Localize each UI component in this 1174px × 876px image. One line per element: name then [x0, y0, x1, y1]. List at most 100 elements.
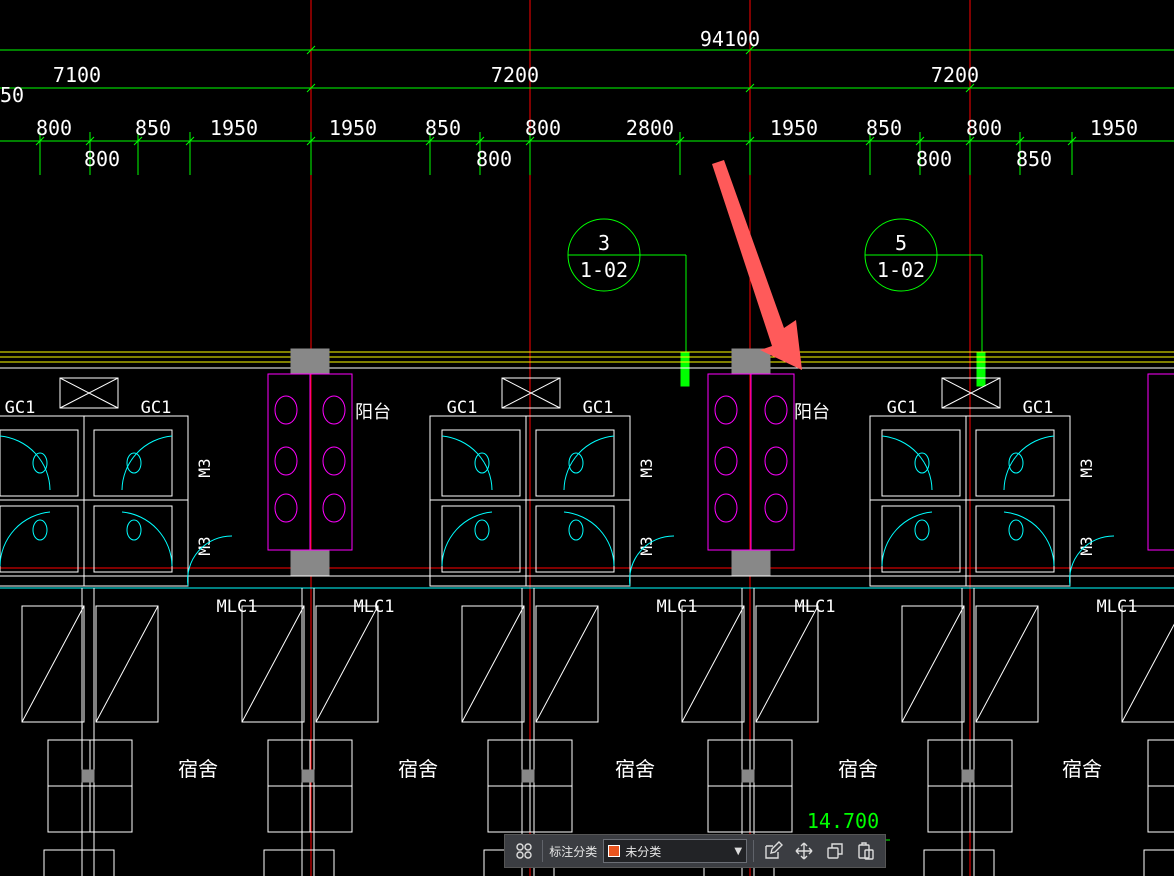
annotation-toolbar: 标注分类 未分类 ▼	[504, 834, 886, 868]
toilet-block	[869, 415, 1071, 587]
door-swing	[441, 511, 493, 567]
dimension-slash	[525, 136, 535, 146]
bed-diagonal	[461, 605, 525, 723]
door-swing	[441, 435, 493, 491]
window-label-mlc1: MLC1	[657, 597, 698, 617]
copy-icon[interactable]	[823, 838, 848, 864]
bed	[461, 605, 525, 723]
window-label-mlc1: MLC1	[1097, 597, 1138, 617]
room-label-dorm: 宿舍	[615, 757, 655, 781]
annotation-category-label: 标注分类	[549, 844, 598, 859]
toilet-fixture	[568, 452, 584, 474]
toilet-block	[429, 415, 631, 587]
paste-icon[interactable]	[854, 838, 879, 864]
toilet-fixture	[126, 452, 142, 474]
toilet-cubicle	[975, 505, 1055, 573]
detail-dimension-text: 1950	[1090, 116, 1138, 140]
toilet-block	[0, 415, 189, 587]
door-swing	[0, 435, 51, 491]
wash-basin	[274, 446, 298, 476]
detail-dimension-text: 1950	[210, 116, 258, 140]
callout-number: 3	[598, 231, 610, 255]
toilet-cubicle	[0, 429, 79, 497]
toilet-fixture	[1008, 519, 1024, 541]
door-swing	[629, 535, 675, 587]
window-label-gc1: GC1	[583, 398, 614, 418]
toilet-fixture	[568, 519, 584, 541]
move-icon[interactable]	[791, 838, 816, 864]
toilet-cubicle	[93, 429, 173, 497]
door-label-m3: M3	[1077, 536, 1096, 555]
column	[290, 550, 330, 576]
bed-diagonal	[95, 605, 159, 723]
shaft-cross	[59, 377, 119, 409]
door-swing	[121, 435, 173, 491]
shaft-cross	[941, 377, 1001, 409]
category-color-swatch	[608, 845, 621, 857]
bed-diagonal	[975, 605, 1039, 723]
bed	[1121, 605, 1174, 723]
dimension-slash	[865, 136, 875, 146]
desk	[263, 849, 335, 876]
equipment-shaft	[941, 377, 1001, 409]
toilet-cubicle	[535, 429, 615, 497]
callout-sheet: 1-02	[580, 258, 628, 282]
window-label-mlc1: MLC1	[217, 597, 258, 617]
dimension-slash	[745, 45, 755, 55]
dimension-slash	[915, 136, 925, 146]
dimension-slash	[306, 136, 316, 146]
overall-dimension-text: 94100	[700, 27, 760, 51]
door-swing	[563, 511, 615, 567]
desk	[1143, 849, 1174, 876]
dimension-slash	[675, 136, 685, 146]
toilet-fixture	[32, 519, 48, 541]
wash-basin	[322, 395, 346, 425]
door-swing	[0, 511, 51, 567]
grid-icon[interactable]	[511, 838, 536, 864]
window-label-gc1: GC1	[447, 398, 478, 418]
detail-dimension-text: 800	[476, 147, 512, 171]
detail-dimension-text: 850	[135, 116, 171, 140]
dimension-slash	[965, 83, 975, 93]
bay-dimension-text: 7200	[491, 63, 539, 87]
dimension-slash	[185, 136, 195, 146]
window-label-gc1: GC1	[141, 398, 172, 418]
column	[290, 348, 330, 374]
bed-diagonal	[755, 605, 819, 723]
column	[81, 769, 95, 783]
dimension-slash	[425, 136, 435, 146]
toilet-fixture	[126, 519, 142, 541]
detail-dimension-text: 850	[866, 116, 902, 140]
equipment-shaft	[59, 377, 119, 409]
wash-basin	[274, 395, 298, 425]
room-label-dorm: 宿舍	[178, 757, 218, 781]
dimension-slash	[306, 45, 316, 55]
annotation-arrow-icon	[712, 160, 802, 370]
bed-diagonal	[901, 605, 965, 723]
bay-dimension-text: 7200	[931, 63, 979, 87]
wash-basin	[764, 446, 788, 476]
bed-diagonal	[241, 605, 305, 723]
desk	[923, 849, 995, 876]
wash-basin	[714, 395, 738, 425]
door-label-m3: M3	[195, 458, 214, 477]
toilet-cubicle	[0, 505, 79, 573]
detail-dimension-text: 800	[525, 116, 561, 140]
dimension-slash	[745, 136, 755, 146]
dimension-slash	[1015, 136, 1025, 146]
wash-basin	[274, 493, 298, 523]
door-swing	[881, 511, 933, 567]
bed-diagonal	[681, 605, 745, 723]
category-dropdown[interactable]: 未分类 ▼	[603, 839, 748, 863]
door-swing	[563, 435, 615, 491]
edit-icon[interactable]	[760, 838, 785, 864]
door-swing	[1003, 435, 1055, 491]
column	[731, 348, 771, 374]
toilet-cubicle	[441, 505, 521, 573]
bed	[241, 605, 305, 723]
bed	[95, 605, 159, 723]
chevron-down-icon: ▼	[734, 845, 743, 857]
dimension-slash	[133, 136, 143, 146]
door-label-m3: M3	[637, 458, 656, 477]
